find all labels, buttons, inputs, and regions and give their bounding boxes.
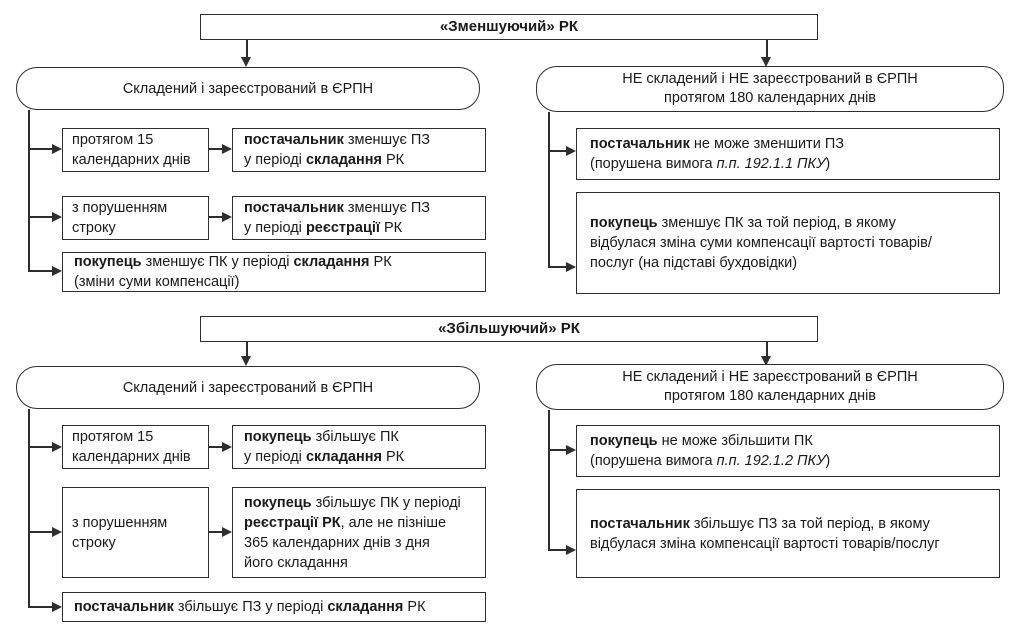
connector-line — [766, 40, 768, 58]
connector-trunk — [548, 112, 550, 268]
connector-line — [550, 449, 569, 451]
arrow-down-icon — [241, 57, 251, 67]
connector-trunk — [28, 409, 30, 608]
connector-line — [30, 270, 53, 272]
arrow-right-icon — [222, 441, 232, 452]
connector-line — [30, 148, 53, 150]
connector-line — [550, 150, 569, 152]
arrow-right-icon — [566, 145, 576, 156]
increase-buyer-restriction-box: покупець не може збільшити ПК(порушена в… — [576, 425, 1000, 477]
connector-line — [30, 216, 53, 218]
arrow-right-icon — [52, 143, 62, 154]
increase-left-group-title: Складений і зареєстрований в ЄРПН — [16, 366, 480, 409]
connector-line — [246, 40, 248, 58]
arrow-right-icon — [52, 211, 62, 222]
increase-header-box: «Збільшуючий» РК — [200, 316, 818, 342]
connector-line — [550, 266, 569, 268]
connector-line — [30, 531, 53, 533]
connector-line — [209, 148, 224, 150]
increase-supplier-wide-box: постачальник збільшує ПЗ у періоді склад… — [62, 592, 486, 622]
decrease-buyer-wide-box: покупець зменшує ПК у періоді складання … — [62, 252, 486, 292]
arrow-right-icon — [222, 526, 232, 537]
connector-line — [30, 446, 53, 448]
arrow-right-icon — [52, 601, 62, 612]
connector-line — [209, 216, 224, 218]
connector-line — [209, 446, 224, 448]
arrow-right-icon — [222, 143, 232, 154]
arrow-down-icon — [761, 57, 771, 67]
connector-line — [766, 342, 768, 357]
increase-supplier-rule-box: постачальник збільшує ПЗ за той період, … — [576, 489, 1000, 578]
connector-trunk — [548, 410, 550, 551]
connector-line — [246, 342, 248, 357]
arrow-right-icon — [52, 265, 62, 276]
arrow-down-icon — [241, 356, 251, 366]
arrow-right-icon — [566, 444, 576, 455]
arrow-right-icon — [566, 261, 576, 272]
arrow-right-icon — [566, 544, 576, 555]
decrease-supplier-restriction-box: постачальник не може зменшити ПЗ(порушен… — [576, 128, 1000, 180]
connector-line — [30, 606, 53, 608]
arrow-right-icon — [52, 441, 62, 452]
decrease-header-box: «Зменшуючий» РК — [200, 14, 818, 40]
connector-line — [550, 549, 569, 551]
arrow-right-icon — [52, 526, 62, 537]
connector-line — [209, 531, 224, 533]
arrow-down-icon — [761, 356, 771, 366]
decrease-left-group-title: Складений і зареєстрований в ЄРПН — [16, 67, 480, 110]
decrease-buyer-rule-box: покупець зменшує ПК за той період, в яко… — [576, 192, 1000, 294]
arrow-right-icon — [222, 211, 232, 222]
connector-trunk — [28, 110, 30, 272]
